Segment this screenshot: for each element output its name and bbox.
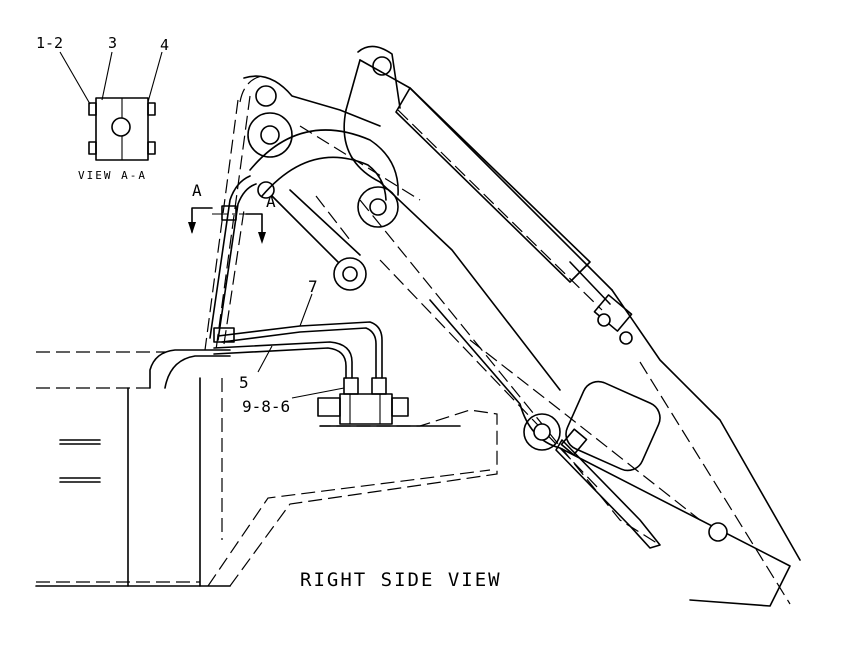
valve-block	[339, 393, 393, 425]
leader-7	[299, 293, 313, 327]
link-pin	[369, 198, 387, 216]
leader-3	[101, 51, 113, 101]
section-arrow-left	[191, 207, 213, 233]
fitting-left	[343, 377, 359, 395]
pivot-pin-tower	[260, 125, 280, 145]
boom-hose-clamp	[560, 428, 588, 456]
section-marks: A A	[188, 181, 276, 244]
callout-1-2: 1-2	[36, 34, 63, 52]
callout-3: 3	[108, 34, 117, 52]
callout-5: 5	[239, 373, 249, 392]
boom-end-pin	[708, 522, 728, 542]
boom-lower	[429, 299, 791, 607]
pivot-pin-lower	[257, 181, 275, 199]
callout-9-8-6: 9-8-6	[242, 397, 290, 416]
tube-clamp-upper	[221, 205, 237, 221]
lower-link-pin	[342, 266, 358, 282]
valve-port-right	[391, 397, 409, 417]
boom-hose	[555, 439, 661, 549]
tube-vertical-1	[209, 175, 251, 339]
cylinder-rod	[569, 261, 611, 305]
leader-5	[257, 345, 273, 373]
curved-link	[249, 129, 399, 196]
tube-vertical-2	[217, 183, 257, 341]
section-arrow-left-head	[188, 222, 196, 234]
cylinder-rod-end	[593, 294, 633, 332]
bolt-head-lower-left	[88, 141, 97, 155]
machine-frame	[35, 349, 498, 587]
hose-7	[217, 321, 383, 379]
tube-section	[111, 117, 131, 137]
valve-assembly	[317, 377, 409, 425]
right-side-view-caption: RIGHT SIDE VIEW	[300, 569, 502, 591]
view-a-a-caption: VIEW A-A	[78, 169, 147, 182]
boom-pivot-pin	[533, 423, 551, 441]
section-arrow-right	[245, 213, 263, 241]
section-mark-right-label: A	[266, 192, 276, 211]
tower-boss	[247, 112, 293, 158]
rod-end-pin-2	[619, 331, 633, 345]
lower-link	[271, 195, 339, 263]
leader-4	[147, 51, 163, 103]
leader-9-8-6	[291, 387, 345, 399]
boom-cutout	[565, 380, 661, 472]
pivot-pin-top	[255, 85, 277, 107]
hose-5	[213, 341, 353, 379]
hydraulic-lines	[209, 175, 383, 399]
fitting-right	[371, 377, 387, 395]
leader-1-2	[59, 51, 91, 105]
bolt-head-lower-right	[147, 141, 156, 155]
loader-tower	[204, 75, 421, 351]
section-mark-left-label: A	[192, 181, 202, 200]
bolt-head-upper-right	[147, 102, 156, 116]
lower-link-boss	[333, 257, 367, 291]
valve-port-left	[317, 397, 341, 417]
view-a-a-detail: 1-2 3 4 VIEW A-A	[36, 34, 169, 182]
lift-cylinder	[395, 87, 591, 283]
link-boss	[357, 186, 399, 228]
boom-top-bracket	[357, 45, 401, 109]
main-view-labels: 7 5 9-8-6 RIGHT SIDE VIEW	[239, 277, 502, 591]
boom-pivot-boss	[523, 413, 561, 451]
callout-4: 4	[160, 36, 169, 54]
boom-arm	[343, 45, 801, 607]
section-arrow-right-head	[258, 232, 266, 244]
rod-end-pin	[597, 313, 611, 327]
bolt-head-upper-left	[88, 102, 97, 116]
callout-7: 7	[308, 277, 318, 296]
